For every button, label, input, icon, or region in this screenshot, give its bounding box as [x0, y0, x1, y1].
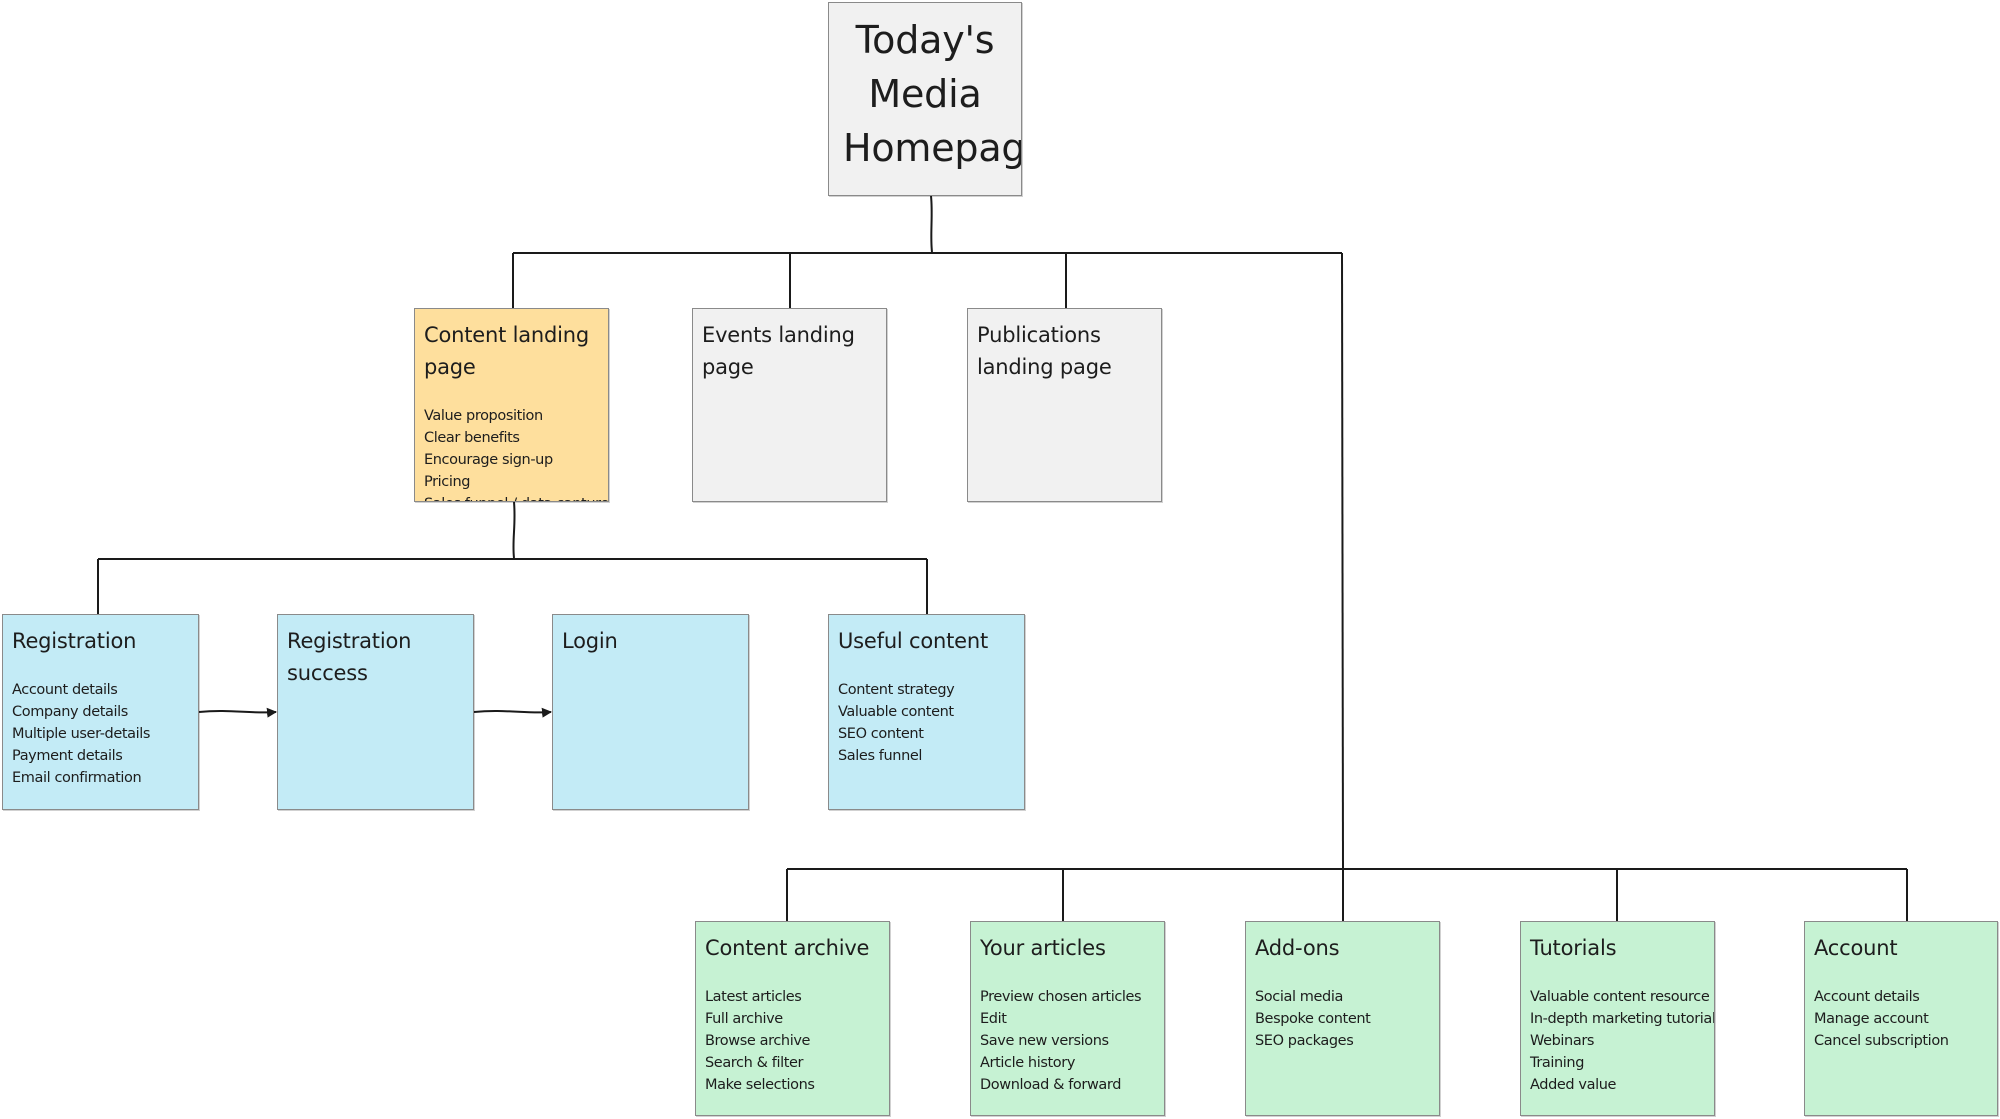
list-item: Download & forward [980, 1077, 1121, 1093]
node-item-list: Preview chosen articles Edit Save new ve… [980, 986, 1155, 1096]
node-title: Tutorials [1530, 936, 1617, 960]
list-item: Latest articles [705, 989, 802, 1005]
list-item: Account details [12, 682, 118, 698]
node-todays-media-homepage: Today's Media Homepage [828, 2, 1022, 196]
node-title: Content landing page [424, 323, 590, 379]
node-title: Login [562, 629, 618, 653]
list-item: Article history [980, 1055, 1075, 1071]
list-item: Make selections [705, 1077, 815, 1093]
list-item: Social media [1255, 989, 1343, 1005]
arrow-registration-to-success [198, 707, 277, 718]
node-title: Your articles [980, 936, 1106, 960]
list-item: Valuable content [838, 704, 954, 720]
node-account: Account Account details Manage account C… [1804, 921, 1998, 1116]
node-registration-success: Registration success [277, 614, 474, 810]
list-item: Email confirmation [12, 770, 142, 786]
connector-content-stem [512, 501, 516, 559]
node-title: Registration success [287, 629, 412, 685]
list-item: Bespoke content [1255, 1011, 1371, 1027]
list-item: Sales funnel [838, 748, 923, 764]
list-item: Company details [12, 704, 128, 720]
node-login: Login [552, 614, 749, 810]
node-add-ons: Add-ons Social media Bespoke content SEO… [1245, 921, 1440, 1116]
node-tutorials: Tutorials Valuable content resource In-d… [1520, 921, 1715, 1116]
node-item-list: Value proposition Clear benefits Encoura… [424, 405, 608, 501]
list-item: In-depth marketing tutorials [1530, 1011, 1715, 1027]
node-item-list: Content strategy Valuable content SEO co… [838, 679, 1015, 767]
list-item: Search & filter [705, 1055, 804, 1071]
node-title: Content archive [705, 936, 870, 960]
list-item: Value proposition [424, 408, 543, 424]
node-registration: Registration Account details Company det… [2, 614, 199, 810]
list-item: Payment details [12, 748, 123, 764]
list-item: Account details [1814, 989, 1920, 1005]
node-useful-content: Useful content Content strategy Valuable… [828, 614, 1025, 810]
node-item-list: Latest articles Full archive Browse arch… [705, 986, 880, 1096]
arrow-success-to-login [473, 707, 552, 718]
node-content-landing-page: Content landing page Value proposition C… [414, 308, 609, 502]
list-item: Training [1530, 1055, 1585, 1071]
node-title: Events landing page [702, 323, 855, 379]
connector-trunk-right [1341, 252, 1344, 870]
list-item: Pricing [424, 474, 471, 490]
list-item: Content strategy [838, 682, 955, 698]
list-item: Multiple user-details [12, 726, 151, 742]
node-item-list: Valuable content resource In-depth marke… [1530, 986, 1715, 1096]
connector-root-stem [930, 195, 933, 253]
list-item: Save new versions [980, 1033, 1109, 1049]
list-item: Browse archive [705, 1033, 811, 1049]
node-title: Useful content [838, 629, 989, 653]
list-item: Valuable content resource [1530, 989, 1710, 1005]
node-title: Publications landing page [977, 323, 1112, 379]
list-item: Webinars [1530, 1033, 1595, 1049]
list-item: Full archive [705, 1011, 783, 1027]
list-item: SEO content [838, 726, 924, 742]
list-item: Clear benefits [424, 430, 520, 446]
node-title: Today's Media Homepage [843, 18, 1021, 170]
node-item-list: Account details Company details Multiple… [12, 679, 189, 789]
node-your-articles: Your articles Preview chosen articles Ed… [970, 921, 1165, 1116]
list-item: SEO packages [1255, 1033, 1354, 1049]
list-item: Encourage sign-up [424, 452, 553, 468]
node-content-archive: Content archive Latest articles Full arc… [695, 921, 890, 1116]
list-item: Sales funnel / data capture [424, 493, 608, 501]
list-item: Added value [1530, 1077, 1617, 1093]
node-title: Account [1814, 936, 1898, 960]
list-item: Preview chosen articles [980, 989, 1142, 1005]
list-item: Edit [980, 1011, 1007, 1027]
list-item: Manage account [1814, 1011, 1929, 1027]
node-title: Registration [12, 629, 137, 653]
node-publications-landing-page: Publications landing page [967, 308, 1162, 502]
node-item-list: Social media Bespoke content SEO package… [1255, 986, 1430, 1052]
node-item-list: Account details Manage account Cancel su… [1814, 986, 1988, 1052]
list-item: Cancel subscription [1814, 1033, 1949, 1049]
node-events-landing-page: Events landing page [692, 308, 887, 502]
node-title: Add-ons [1255, 936, 1340, 960]
